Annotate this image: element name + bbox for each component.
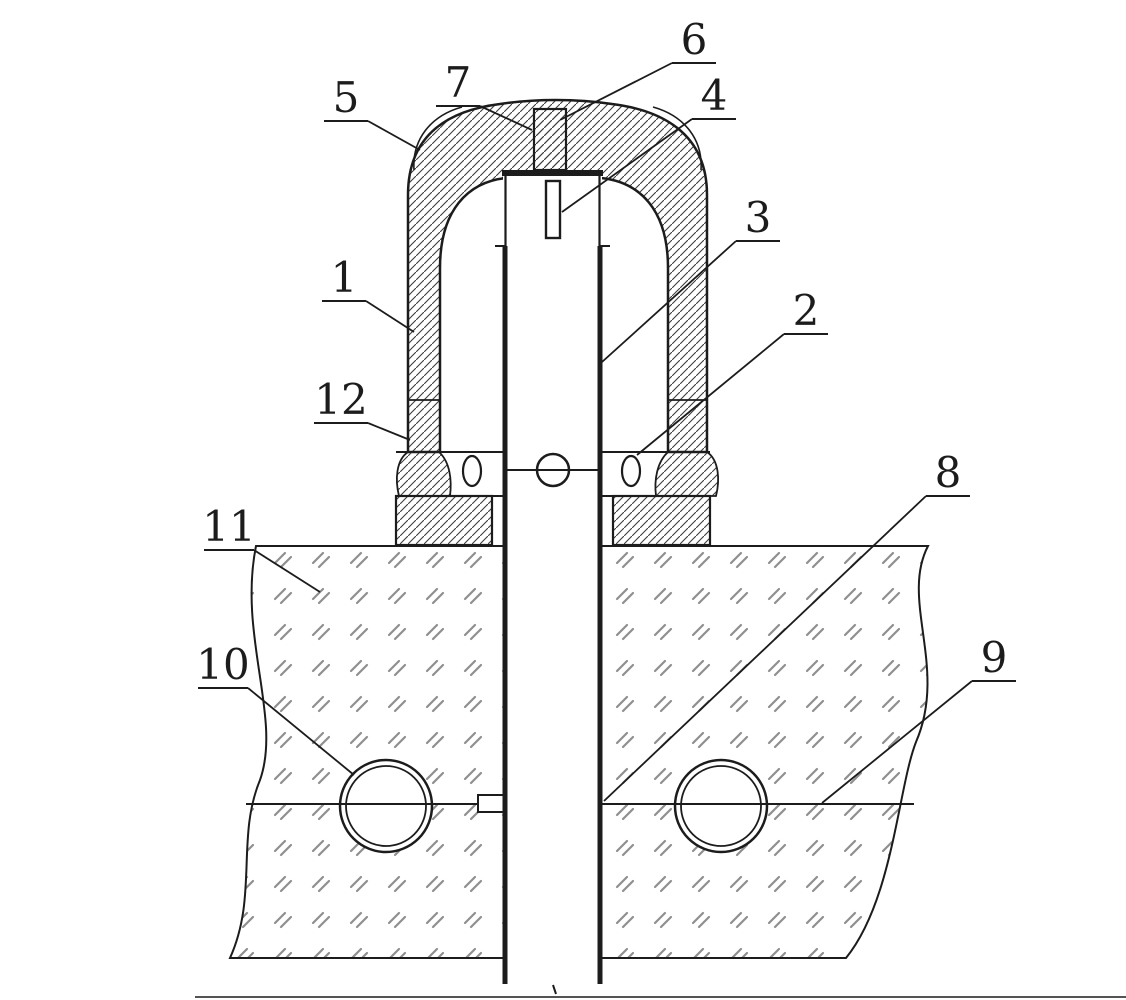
inner-sleeve [544, 179, 562, 240]
leader-line-11 [253, 549, 321, 593]
dome-shoulder-left [413, 106, 463, 171]
tube-bottom-tick [552, 984, 557, 995]
pipe-collar [477, 794, 507, 813]
tube-cap-plate [502, 170, 603, 176]
neck-band-right [654, 451, 719, 497]
label-12: 12 [314, 375, 367, 424]
leader-line-10 [247, 687, 355, 776]
label-11: 11 [202, 502, 255, 551]
label-4: 4 [701, 71, 728, 120]
flange-block-right [611, 494, 712, 547]
leader-line-3 [601, 240, 737, 363]
leader-line-1 [365, 300, 415, 333]
labels: 1 2 3 4 5 6 7 [196, 15, 1016, 804]
label-group-1: 1 [322, 253, 415, 333]
tube-interior [503, 176, 602, 984]
flange-block-left [394, 494, 494, 547]
label-group-10: 10 [196, 640, 355, 776]
label-2: 2 [793, 286, 820, 335]
leader-line-8 [603, 495, 927, 802]
label-group-2: 2 [636, 286, 828, 456]
label-9: 9 [981, 633, 1008, 682]
label-3: 3 [745, 193, 772, 242]
label-group-8: 8 [603, 448, 970, 802]
label-group-12: 12 [314, 375, 411, 441]
leader-line-4 [561, 118, 693, 213]
dome-shoulder-right [652, 106, 702, 171]
top-plug [532, 107, 568, 172]
bolt-hole-left [461, 454, 483, 488]
label-group-11: 11 [202, 502, 321, 593]
label-5: 5 [333, 73, 360, 122]
bolt-hole-right [620, 454, 642, 488]
label-group-4: 4 [561, 71, 736, 213]
leader-line-7 [479, 105, 533, 131]
leader-line-12 [367, 422, 411, 441]
label-group-7: 7 [436, 58, 533, 131]
label-1: 1 [331, 253, 358, 302]
buried-pipe-left-inner [345, 765, 427, 847]
leader-line-6 [559, 62, 673, 121]
label-10: 10 [196, 640, 249, 689]
neck-band-left [396, 451, 452, 497]
buried-pipe-right-inner [680, 765, 762, 847]
label-group-3: 3 [601, 193, 780, 363]
label-6: 6 [681, 15, 708, 64]
label-group-5: 5 [324, 73, 421, 151]
label-group-6: 6 [559, 15, 716, 121]
label-group-9: 9 [821, 633, 1016, 804]
leader-line-5 [367, 120, 421, 151]
leader-line-9 [821, 680, 973, 804]
leader-line-2 [636, 333, 785, 456]
label-8: 8 [935, 448, 962, 497]
label-7: 7 [445, 58, 472, 107]
